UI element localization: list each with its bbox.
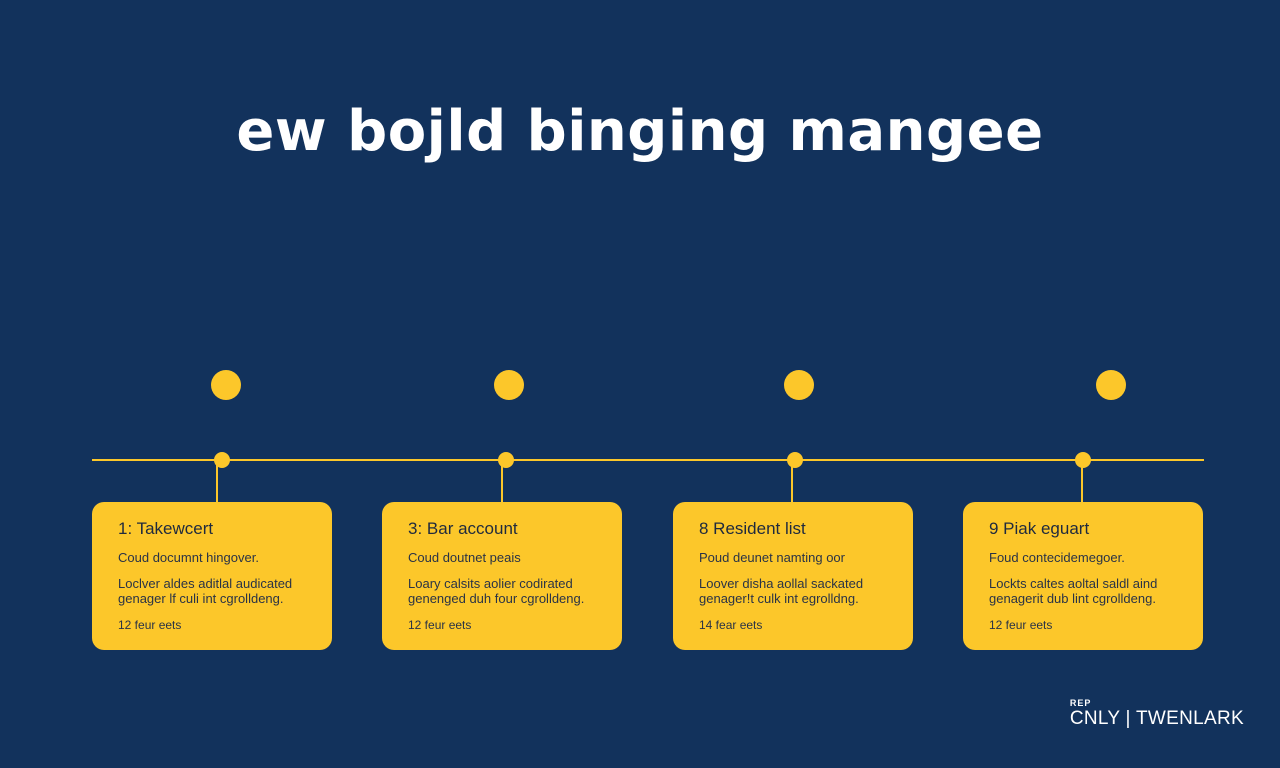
brand-small-text: REP [1069, 698, 1092, 708]
milestone-dot-3 [784, 370, 814, 400]
card-body: Loary calsits aolier codirated genenged … [408, 576, 585, 606]
card-subtitle: Foud contecidemegoer. [989, 550, 1125, 565]
card-footer: 12 feur eets [118, 618, 182, 632]
card-body: Loclver aldes aditlal audicated genager … [118, 576, 293, 606]
card-footer: 14 fear eets [699, 618, 763, 632]
card-subtitle: Coud documnt hingover. [118, 550, 259, 565]
milestone-dot-1 [211, 370, 241, 400]
card-body: Lockts caltes aoltal saldl aind genageri… [989, 576, 1158, 606]
page-title: ew bojld binging mangee [236, 99, 1044, 164]
timeline-node-4 [1075, 452, 1091, 468]
card-body: Loover disha aollal sackated genager!t c… [699, 576, 864, 606]
step-card-1: 1: Takewcert Coud documnt hingover. Locl… [92, 502, 332, 650]
card-title: 8 Resident list [699, 519, 806, 538]
step-card-3: 8 Resident list Poud deunet namting oor … [673, 502, 913, 650]
card-title: 1: Takewcert [118, 519, 214, 538]
card-title: 9 Piak eguart [989, 519, 1090, 538]
timeline-node-3 [787, 452, 803, 468]
card-title: 3: Bar account [408, 519, 518, 538]
card-footer: 12 feur eets [989, 618, 1053, 632]
timeline-node-2 [498, 452, 514, 468]
card-subtitle: Poud deunet namting oor [699, 550, 845, 565]
brand-name: CNLY | TWENLARK [1069, 708, 1244, 729]
milestone-dot-2 [494, 370, 524, 400]
timeline-node-1 [214, 452, 230, 468]
brand-logo: REP CNLY | TWENLARK [1070, 698, 1244, 730]
step-card-2: 3: Bar account Coud doutnet peais Loary … [382, 502, 622, 650]
milestone-dot-4 [1096, 370, 1126, 400]
card-subtitle: Coud doutnet peais [408, 550, 521, 565]
card-footer: 12 feur eets [408, 618, 472, 632]
step-card-4: 9 Piak eguart Foud contecidemegoer. Lock… [963, 502, 1203, 650]
